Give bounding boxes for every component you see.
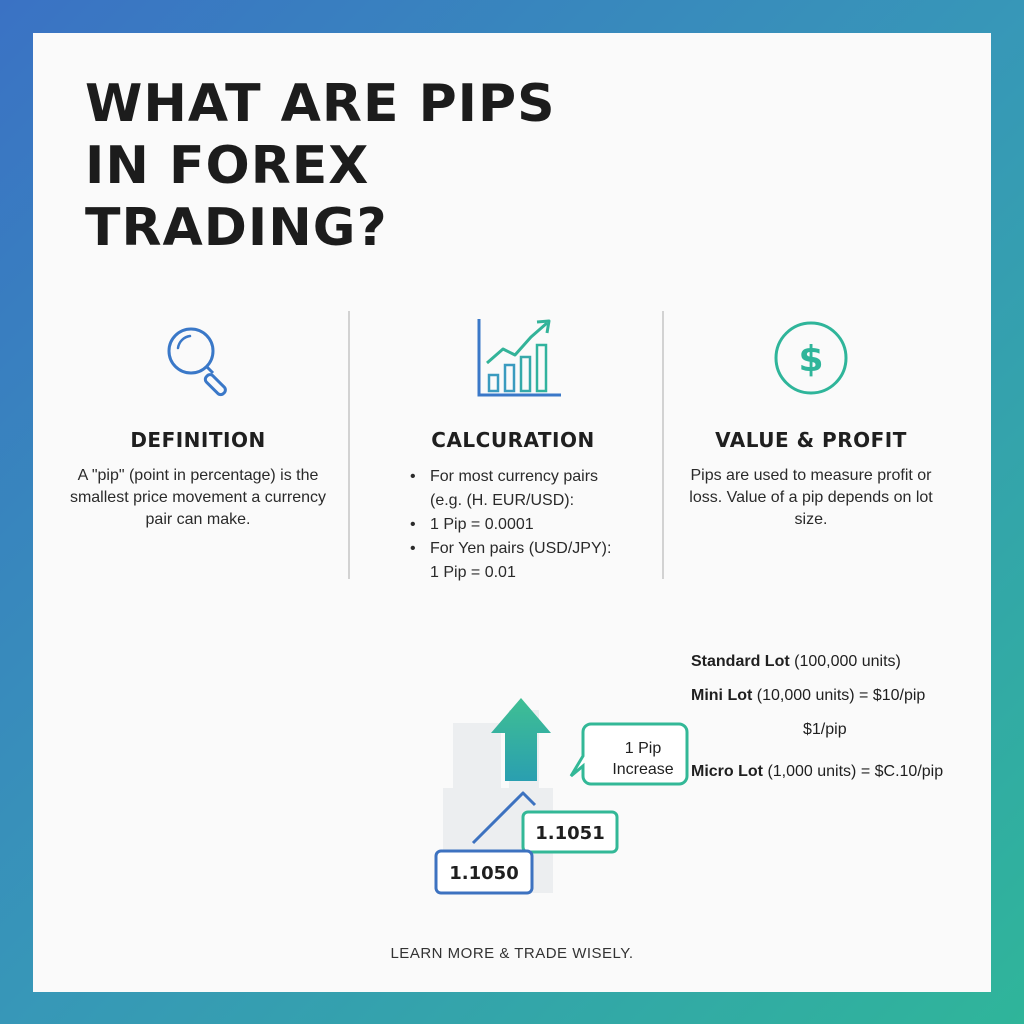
per-pip-note: $1/pip: [803, 721, 847, 738]
value-profit-heading: VALUE & PROFIT: [715, 428, 907, 452]
price-high: 1.1051: [535, 823, 604, 844]
list-item: 1 Pip = 0.0001: [408, 513, 648, 537]
callout-bubble: 1 Pip Increase: [569, 722, 689, 786]
price-high-box: 1.1051: [521, 810, 619, 854]
footer-tagline: LEARN MORE & TRADE WISELY.: [390, 945, 634, 962]
divider: [348, 311, 350, 579]
divider: [662, 311, 664, 579]
standard-lot: Standard Lot (100,000 units): [691, 653, 901, 671]
price-line: [471, 791, 537, 845]
micro-lot-label: Micro Lot: [691, 763, 763, 780]
mini-lot-detail: (10,000 units) = $10/pip: [752, 687, 926, 704]
definition-column: DEFINITION A "pip" (point in percentage)…: [48, 313, 348, 528]
definition-heading: DEFINITION: [130, 428, 266, 452]
list-item: (e.g. (H. EUR/USD):: [430, 492, 575, 509]
page-title: WHAT ARE PIPS IN FOREX TRADING?: [85, 73, 645, 259]
list-item: For Yen pairs (USD/JPY):: [408, 537, 648, 561]
micro-lot: Micro Lot (1,000 units) = $C.10/pip: [691, 763, 943, 781]
standard-lot-label: Standard Lot: [691, 653, 790, 670]
title-line-1: WHAT ARE PIPS: [85, 74, 556, 134]
callout-line-1: 1 Pip: [625, 740, 662, 757]
growth-chart-icon: [477, 319, 561, 397]
mini-lot-label: Mini Lot: [691, 687, 753, 704]
up-arrow-icon: [491, 698, 551, 781]
calculation-column: CALCURATION For most currency pairs (e.g…: [363, 313, 663, 581]
infographic-card: WHAT ARE PIPS IN FOREX TRADING? DEFINITI…: [33, 33, 991, 992]
calculation-list: For most currency pairs (e.g. (H. EUR/US…: [408, 465, 648, 585]
background-block: [453, 723, 501, 803]
title-line-2: IN FOREX: [85, 136, 370, 196]
callout-line-2: Increase: [612, 761, 673, 778]
calculation-heading: CALCURATION: [431, 428, 595, 452]
dollar-circle-icon: $: [774, 321, 848, 395]
standard-lot-detail: (100,000 units): [789, 653, 901, 670]
mini-lot: Mini Lot (10,000 units) = $10/pip: [691, 687, 925, 705]
definition-text: A "pip" (point in percentage) is the sma…: [69, 467, 327, 528]
price-low: 1.1050: [449, 863, 518, 884]
list-item: 1 Pip = 0.01: [430, 564, 516, 581]
magnifier-icon: [167, 327, 227, 397]
pip-illustration: 1 Pip Increase 1.1051 1.1050: [434, 698, 689, 895]
price-low-box: 1.1050: [434, 849, 534, 895]
list-item: For most currency pairs: [408, 465, 648, 489]
micro-lot-detail: (1,000 units) = $C.10/pip: [763, 763, 944, 780]
value-profit-text: Pips are used to measure profit or loss.…: [689, 467, 933, 528]
svg-text:$: $: [798, 339, 823, 380]
value-profit-column: $ VALUE & PROFIT Pips are used to measur…: [661, 313, 961, 528]
title-line-3: TRADING?: [85, 198, 388, 258]
